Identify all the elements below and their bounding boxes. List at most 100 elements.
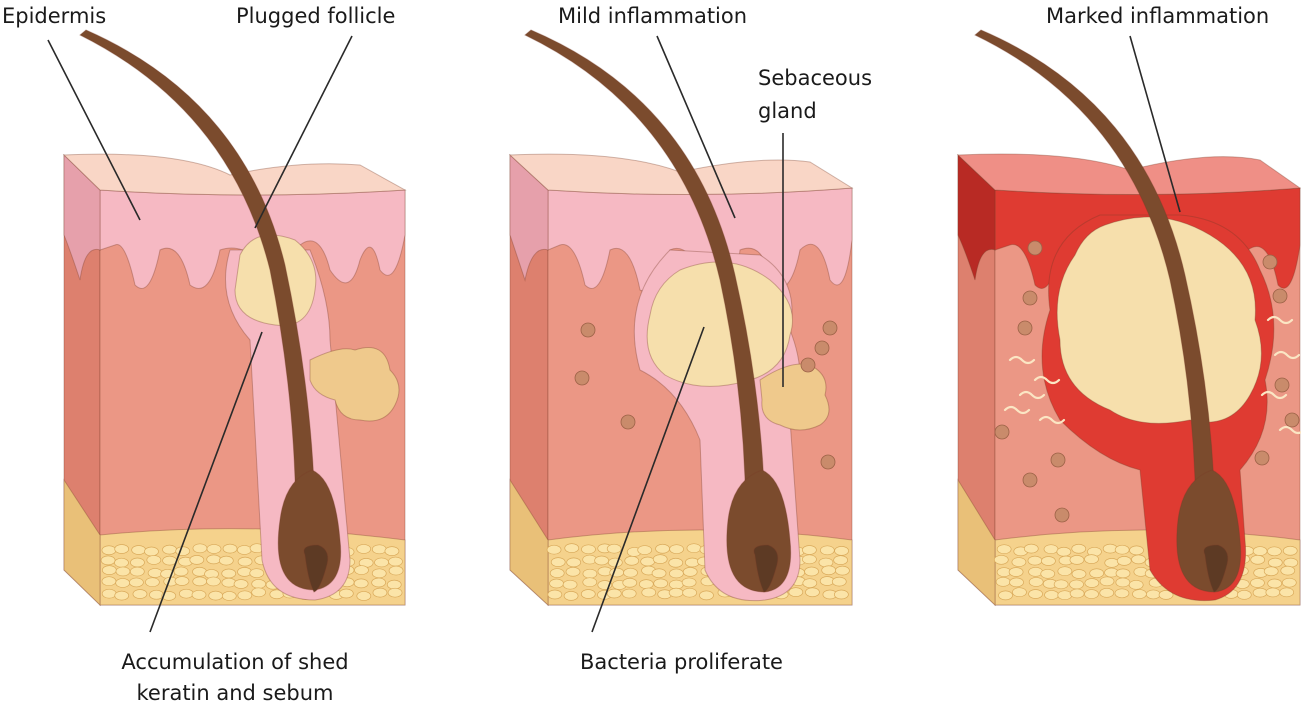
bacterial-rod <box>1008 355 1036 365</box>
label-mild-inflammation: Mild inflammation <box>558 4 748 28</box>
fat-cell <box>834 546 849 556</box>
fat-cell <box>1267 578 1283 589</box>
label-bacteria-proliferate: Bacteria proliferate <box>580 650 783 674</box>
fat-cell <box>356 544 372 554</box>
epidermis-side-3 <box>957 153 996 281</box>
fat-cell <box>1057 590 1073 601</box>
fat-cell <box>1099 576 1115 587</box>
bacterium <box>1262 254 1278 270</box>
bacterium <box>620 414 636 430</box>
fat-cell <box>1114 544 1130 555</box>
label-accumulation-line1: Accumulation of shed <box>121 650 349 674</box>
bacteria-cluster-2 <box>574 320 838 470</box>
fat-cell <box>130 557 145 568</box>
fat-cell <box>686 543 702 554</box>
fat-cell <box>1069 555 1085 565</box>
fat-cell <box>802 554 817 565</box>
fat-cell <box>1115 577 1131 588</box>
bacterium <box>994 424 1010 440</box>
fat-cell <box>1116 556 1132 566</box>
fat-cell <box>1084 578 1100 588</box>
fat-cell <box>564 543 580 554</box>
fat-cell <box>144 546 159 557</box>
fat-cell <box>192 543 208 554</box>
fat-side-2 <box>509 478 549 607</box>
fat-cell <box>1041 556 1056 566</box>
fat-cell <box>641 587 657 598</box>
bacterium <box>1050 452 1066 468</box>
fat-cell <box>387 587 403 598</box>
fat-cell <box>1158 590 1174 600</box>
hair-root-3 <box>1203 544 1229 593</box>
fat-cell <box>1089 568 1105 579</box>
fat-cell <box>1131 554 1146 565</box>
fat-cell <box>1028 566 1043 577</box>
fat-cell <box>594 555 609 566</box>
bacterial-rod <box>1033 375 1061 385</box>
fat-cell <box>1267 557 1283 568</box>
fat-cell <box>1028 589 1043 599</box>
fat-cell <box>669 544 684 555</box>
fat-cell <box>221 577 237 588</box>
fat-cell <box>175 546 191 556</box>
label-sebaceous-line2: gland <box>758 99 817 123</box>
bacterial-rod <box>1018 390 1046 400</box>
fat-cell <box>550 557 566 567</box>
epidermis-side-2 <box>509 153 549 282</box>
fat-cell <box>1043 544 1059 555</box>
fat-cell <box>101 545 117 556</box>
fat-cell <box>1008 567 1024 577</box>
bacteria-rods-3 <box>1003 315 1301 435</box>
fat-cell <box>147 568 163 578</box>
fat-cell <box>101 588 117 599</box>
fat-cell <box>131 545 147 555</box>
fat-cell <box>804 566 819 577</box>
fat-cell <box>1282 545 1298 556</box>
fat-cell <box>338 588 354 599</box>
fat-cell <box>218 555 234 566</box>
fat-cell <box>1280 565 1296 576</box>
fat-cell <box>681 577 697 588</box>
fat-cell <box>162 555 177 566</box>
fat-cell <box>802 545 817 555</box>
leader-plugged-follicle <box>254 35 353 229</box>
panel-plugged-follicle <box>62 29 407 607</box>
bacterial-rod <box>1266 315 1294 325</box>
leader-mild-inflammation <box>656 35 736 219</box>
fat-cell <box>653 578 669 589</box>
bacterium <box>814 340 830 356</box>
panel-mild-inflammation <box>508 29 854 607</box>
label-plugged-follicle: Plugged follicle <box>236 4 396 28</box>
fat-cell <box>547 589 563 600</box>
bacterium <box>822 320 838 336</box>
fat-cell <box>1250 554 1266 565</box>
fat-cell <box>652 554 668 564</box>
panel-marked-inflammation <box>956 29 1301 607</box>
fat-cell <box>1027 555 1043 566</box>
fat-cell <box>174 576 190 586</box>
fat-cell <box>821 565 837 576</box>
fat-cell <box>371 568 387 579</box>
fat-cell <box>684 557 700 568</box>
fat-cell <box>1283 557 1299 568</box>
fat-cell <box>637 545 653 555</box>
fat-cell <box>1252 546 1268 556</box>
fat-cell <box>582 568 598 579</box>
fat-cell <box>609 567 625 578</box>
keratin-plug-3 <box>1056 216 1262 424</box>
fat-cell <box>638 579 654 590</box>
bacterium <box>1284 412 1300 428</box>
fat-cell <box>237 567 252 577</box>
fat-cell <box>546 544 562 555</box>
fat-cell <box>580 589 596 599</box>
fat-cell <box>1252 587 1268 598</box>
bacterium <box>1272 288 1288 304</box>
fat-cell <box>1053 579 1069 590</box>
label-epidermis: Epidermis <box>2 4 107 28</box>
fat-cell <box>353 578 369 589</box>
fat-cell <box>1128 579 1144 590</box>
fat-cell <box>1104 558 1120 568</box>
fat-cell <box>1265 587 1281 598</box>
fat-cell <box>178 588 194 599</box>
fat-cell <box>251 579 267 589</box>
